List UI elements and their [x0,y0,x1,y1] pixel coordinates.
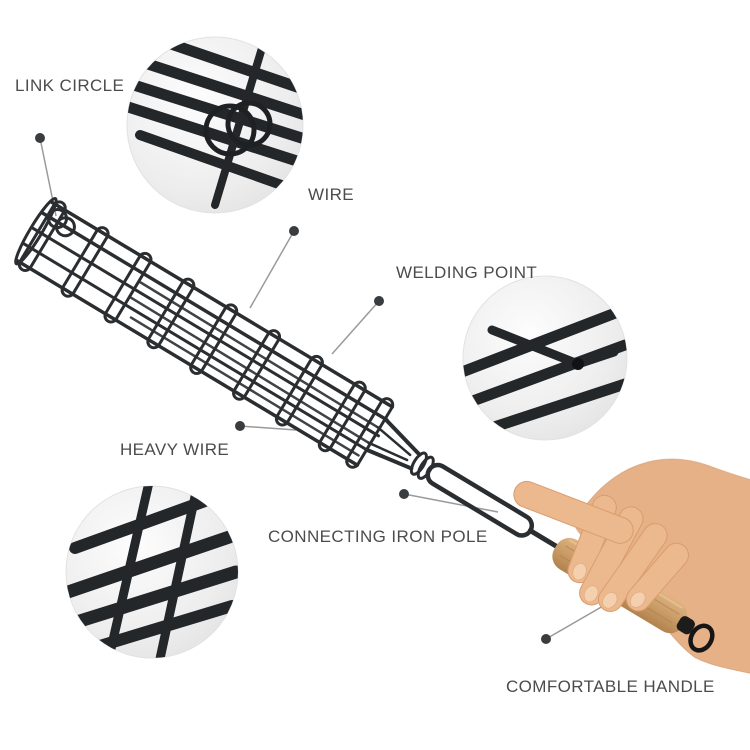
leader-dot-welding-point [374,296,384,306]
label-connecting-iron-pole: CONNECTING IRON POLE [268,527,488,546]
welding-point-detail-bubble [462,275,628,441]
link-circle-detail-bubble [126,36,304,214]
leader-dot-link-circle [35,133,45,143]
label-comfortable-handle: COMFORTABLE HANDLE [506,677,715,696]
leader-dot-wire [289,226,299,236]
basket-cage [14,196,395,469]
leader-line-wire [249,230,295,309]
link-circle-end [14,196,58,266]
strap-loop [676,616,715,653]
finger [625,542,689,612]
finger [597,523,668,613]
leader-dot-connecting-iron-pole [399,489,409,499]
link-circle-coil [47,208,69,230]
thumb [513,480,634,544]
label-wire: WIRE [308,185,354,204]
grill-basket [14,196,750,702]
leader-line-welding-point [331,300,380,355]
link-circle-coil [54,216,76,238]
wire-coil-wrap [409,451,428,476]
leader-line-heavy-wire [239,425,297,431]
connecting-pole [364,416,561,550]
heavy-wire-detail-bubble [65,485,239,659]
iron-pole [527,528,561,550]
leader-lines [35,133,611,644]
leader-line-connecting-iron-pole [403,493,499,513]
label-heavy-wire: HEAVY WIRE [120,440,230,459]
leader-dot-heavy-wire [235,421,245,431]
label-welding-point: WELDING POINT [396,263,538,282]
leader-dot-comfortable-handle [541,634,551,644]
leader-line-comfortable-handle [545,601,611,640]
label-link-circle: LINK CIRCLE [15,76,125,95]
